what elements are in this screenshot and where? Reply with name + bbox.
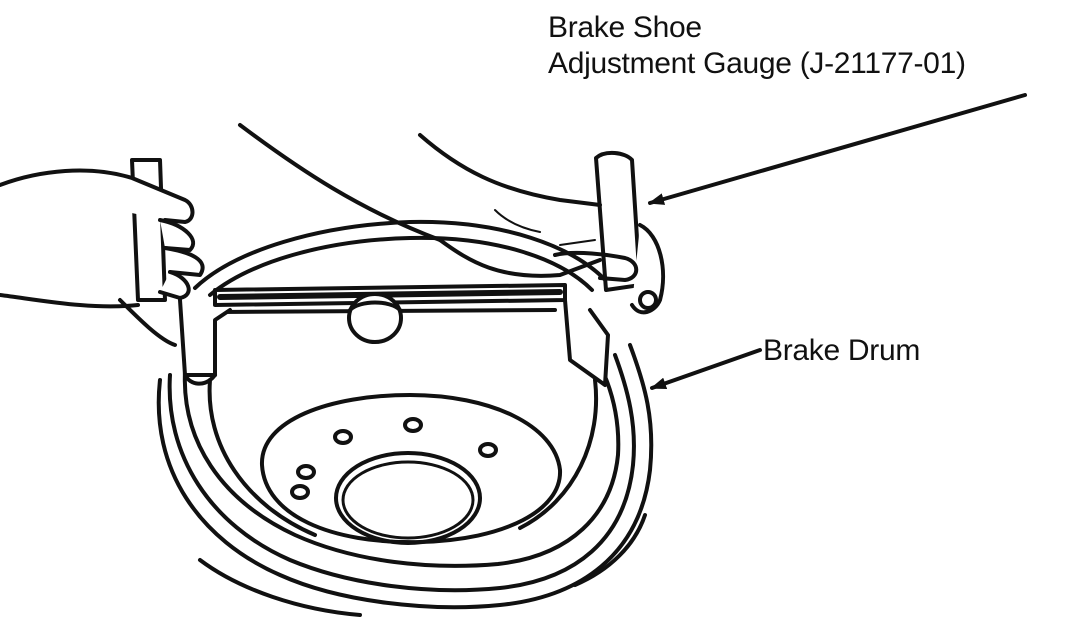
right-hand: [238, 123, 639, 282]
gauge-callout-label: Brake Shoe Adjustment Gauge (J-21177-01): [548, 10, 966, 82]
gauge-label-line2: Adjustment Gauge (J-21177-01): [548, 47, 966, 80]
left-hand: [0, 168, 205, 347]
drum-callout-arrow: [650, 348, 762, 390]
drum-callout-label: Brake Drum: [763, 334, 921, 367]
gauge-label-line1: Brake Shoe: [548, 11, 702, 44]
gauge-callout-arrow: [648, 93, 1027, 205]
lug-holes: [290, 417, 498, 500]
brake-drum: [156, 219, 654, 617]
adjustment-gauge: [130, 151, 665, 387]
